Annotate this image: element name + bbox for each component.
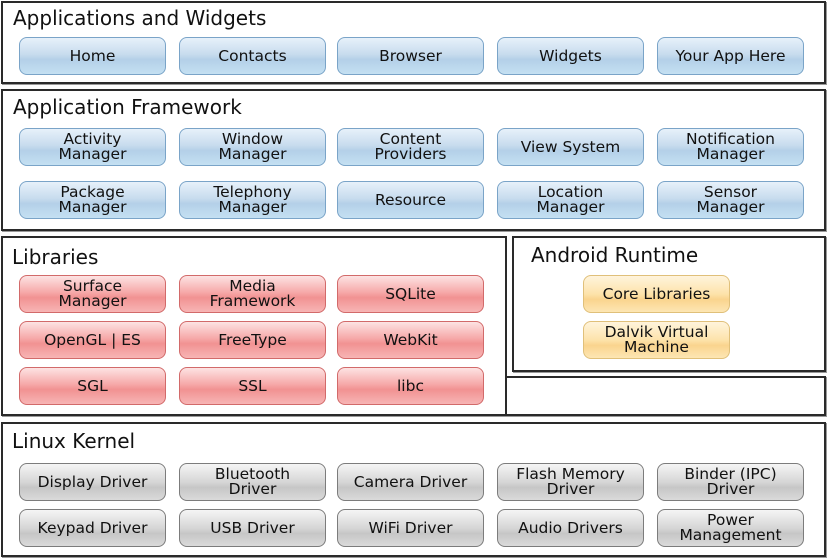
library-libc[interactable]: libc [337,367,484,405]
framework-notification-manager-label: Notification Manager [686,130,775,163]
framework-sensor-manager-label: Sensor Manager [696,183,765,216]
app-widgets-label: Widgets [539,46,602,65]
app-widgets[interactable]: Widgets [497,37,644,75]
framework-location-manager[interactable]: Location Manager [497,181,644,219]
framework-package-manager[interactable]: Package Manager [19,181,166,219]
framework-activity-manager-label: Activity Manager [58,130,127,163]
kernel-binder-ipc-driver-label: Binder (IPC) Driver [684,465,777,498]
framework-package-manager-label: Package Manager [58,183,127,216]
library-sqlite[interactable]: SQLite [337,275,484,313]
kernel-audio-drivers-label: Audio Drivers [518,518,623,537]
app-browser-label: Browser [379,46,442,65]
framework-telephony-manager[interactable]: Telephony Manager [179,181,326,219]
library-opengl-es-label: OpenGL | ES [44,330,141,349]
app-browser[interactable]: Browser [337,37,484,75]
kernel-layer-title: Linux Kernel [12,429,136,453]
kernel-power-management-label: Power Management [679,511,782,544]
library-sqlite-label: SQLite [385,284,436,303]
library-opengl-es[interactable]: OpenGL | ES [19,321,166,359]
library-media-framework[interactable]: Media Framework [179,275,326,313]
kernel-usb-driver[interactable]: USB Driver [179,509,326,547]
kernel-bluetooth-driver[interactable]: Bluetooth Driver [179,463,326,501]
framework-window-manager-label: Window Manager [218,130,287,163]
framework-sensor-manager[interactable]: Sensor Manager [657,181,804,219]
runtime-dalvik-vm[interactable]: Dalvik Virtual Machine [583,321,730,359]
app-contacts-label: Contacts [218,46,287,65]
runtime-core-libraries-label: Core Libraries [602,284,711,303]
app-your-app-here-label: Your App Here [675,46,786,65]
libraries-layer-title: Libraries [12,245,99,269]
library-freetype[interactable]: FreeType [179,321,326,359]
kernel-display-driver[interactable]: Display Driver [19,463,166,501]
kernel-keypad-driver[interactable]: Keypad Driver [19,509,166,547]
libraries-layer-join-line [505,376,507,378]
library-media-framework-label: Media Framework [209,277,296,310]
framework-view-system[interactable]: View System [497,128,644,166]
kernel-flash-memory-driver-label: Flash Memory Driver [516,465,625,498]
framework-content-providers[interactable]: Content Providers [337,128,484,166]
framework-content-providers-label: Content Providers [374,130,447,163]
kernel-bluetooth-driver-label: Bluetooth Driver [214,465,291,498]
kernel-camera-driver-label: Camera Driver [353,472,468,491]
kernel-display-driver-label: Display Driver [37,472,148,491]
kernel-flash-memory-driver[interactable]: Flash Memory Driver [497,463,644,501]
runtime-dalvik-vm-label: Dalvik Virtual Machine [604,323,709,356]
kernel-binder-ipc-driver[interactable]: Binder (IPC) Driver [657,463,804,501]
framework-resource[interactable]: Resource [337,181,484,219]
framework-activity-manager[interactable]: Activity Manager [19,128,166,166]
applications-layer-title: Applications and Widgets [13,6,267,30]
app-contacts[interactable]: Contacts [179,37,326,75]
kernel-camera-driver[interactable]: Camera Driver [337,463,484,501]
app-your-app-here[interactable]: Your App Here [657,37,804,75]
kernel-audio-drivers[interactable]: Audio Drivers [497,509,644,547]
framework-notification-manager[interactable]: Notification Manager [657,128,804,166]
runtime-layer-title: Android Runtime [531,243,699,267]
library-ssl-label: SSL [238,376,267,395]
kernel-keypad-driver-label: Keypad Driver [37,518,148,537]
app-home[interactable]: Home [19,37,166,75]
framework-window-manager[interactable]: Window Manager [179,128,326,166]
library-ssl[interactable]: SSL [179,367,326,405]
runtime-core-libraries[interactable]: Core Libraries [583,275,730,313]
framework-telephony-manager-label: Telephony Manager [213,183,292,216]
framework-view-system-label: View System [520,137,621,156]
kernel-wifi-driver[interactable]: WiFi Driver [337,509,484,547]
framework-layer-title: Application Framework [13,95,242,119]
app-home-label: Home [69,46,116,65]
kernel-wifi-driver-label: WiFi Driver [368,518,453,537]
library-webkit-label: WebKit [383,330,438,349]
kernel-usb-driver-label: USB Driver [210,518,295,537]
library-sgl[interactable]: SGL [19,367,166,405]
library-libc-label: libc [397,376,424,395]
framework-resource-label: Resource [374,190,447,209]
library-freetype-label: FreeType [218,330,287,349]
library-surface-manager[interactable]: Surface Manager [19,275,166,313]
framework-location-manager-label: Location Manager [536,183,605,216]
library-sgl-label: SGL [77,376,108,395]
library-surface-manager-label: Surface Manager [58,277,127,310]
kernel-power-management[interactable]: Power Management [657,509,804,547]
library-webkit[interactable]: WebKit [337,321,484,359]
